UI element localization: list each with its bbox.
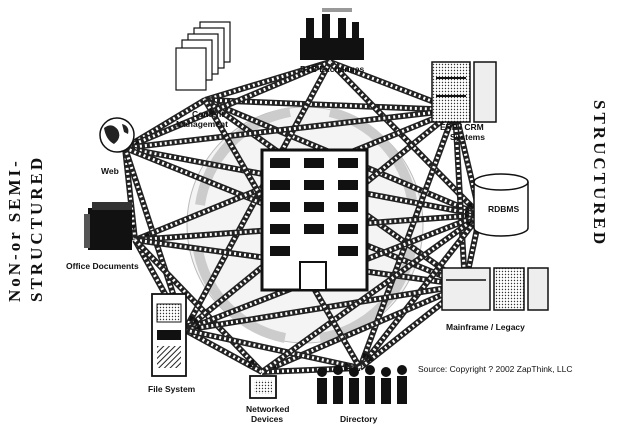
rdbms-label: RDBMS — [488, 204, 519, 214]
left-side-label-line2: STRUCTURED — [27, 155, 46, 302]
web-label: Web — [101, 166, 119, 176]
content-label-line2: Management — [176, 119, 228, 129]
handheld-device-icon — [250, 376, 276, 398]
right-side-label: STRUCTURED — [590, 100, 609, 247]
networked-label-line2: Devices — [251, 414, 283, 424]
left-side-label-line1: NoN-or SEMI- — [5, 158, 24, 302]
server-rack-icon — [432, 62, 496, 122]
mainframe-label: Mainframe / Legacy — [446, 322, 525, 332]
document-stack-icon — [176, 22, 230, 90]
source-credit: Source: Copyright ? 2002 ZapThink, LLC — [418, 364, 573, 374]
office-building-icon — [262, 150, 367, 290]
erp-label-line1: ERP / CRM — [440, 122, 484, 132]
content-label-line1: Content — [192, 109, 224, 119]
book-stack-icon — [84, 202, 132, 250]
tower-computer-icon — [152, 294, 186, 376]
globe-icon — [100, 118, 134, 152]
factory-icon — [300, 8, 364, 60]
erp-label-line2: Systems — [450, 132, 485, 142]
mainframe-icon — [442, 268, 548, 310]
networked-label-line1: Networked — [246, 404, 289, 414]
directory-label: Directory — [340, 414, 378, 424]
filesystem-label: File System — [148, 384, 196, 394]
b2b-label: B2B Exchanges — [300, 64, 365, 74]
office-label: Office Documents — [66, 261, 139, 271]
